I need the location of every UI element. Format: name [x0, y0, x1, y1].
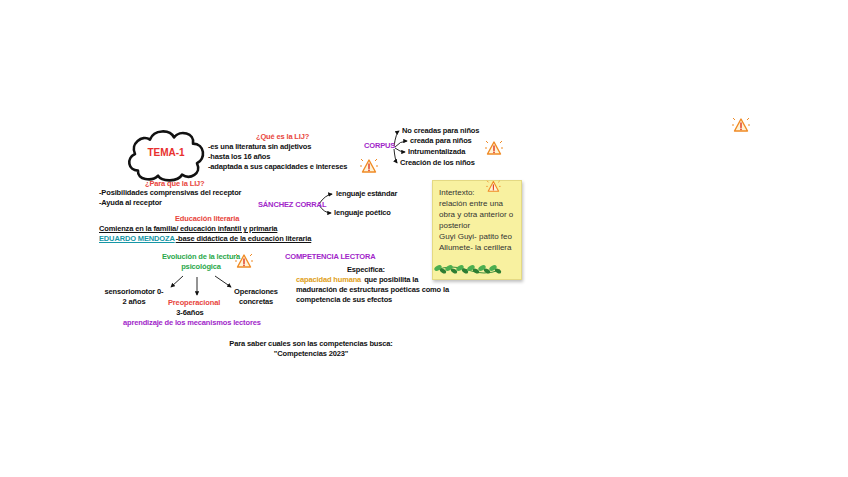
stage-label: sensoriomotor 0-2 años: [103, 287, 165, 307]
stage-label: 3-6años: [165, 308, 215, 318]
branch-item: lenguaje poético: [334, 208, 391, 218]
branch-item: No creadas para niños: [402, 126, 479, 136]
note-text: Allumete- la cerillera: [439, 242, 515, 253]
footer-note: Para saber cuales son las competencias b…: [211, 339, 411, 359]
note-text: aprendizaje de los mecanismos lectores: [123, 318, 261, 328]
question-heading: ¿Qué es la LIJ?: [256, 132, 309, 142]
list-item: -hasta los 16 años: [208, 152, 270, 162]
list-item: -Ayuda al receptor: [99, 198, 162, 208]
note-text: Guyi Guyi- patito feo: [439, 231, 515, 242]
warning-icon: [732, 118, 750, 131]
author-name: EDUARDO MENDOZA: [99, 234, 175, 244]
definition-heading: Especifica:: [347, 265, 385, 275]
vine-decoration: [433, 264, 502, 275]
section-heading: COMPETENCIA LECTORA: [285, 252, 376, 262]
warning-icon: [486, 181, 500, 191]
topic-title: TEMA-1: [147, 147, 184, 158]
concept-heading: CORPUS: [364, 141, 395, 151]
branch-item: lenguaje estándar: [336, 189, 397, 199]
cloud-shape: TEMA-1: [124, 125, 208, 183]
author-heading: SÁNCHEZ CORRAL: [258, 200, 326, 210]
underlined-note: Comienza en la familia/ educación infant…: [99, 224, 277, 234]
list-item: -Posibilidades comprensivas del receptor: [99, 188, 241, 198]
branch-item: creada para niños: [410, 136, 472, 146]
branch-item: Intrumentalizada: [408, 147, 465, 157]
highlight-text: capacidad humana: [296, 275, 361, 285]
section-heading: Educación literaria: [175, 214, 239, 224]
warning-icon: [485, 141, 503, 154]
sticky-note: Intertexto:relación entre una obra y otr…: [432, 180, 522, 280]
underlined-note: -base didáctica de la educación literari…: [176, 234, 312, 244]
stage-label: Preoperacional: [168, 298, 220, 308]
section-heading: Evolución de la lectura psicológica: [161, 252, 241, 272]
list-item: -adaptada a sus capacidades e intereses: [208, 162, 347, 172]
stage-label: Operaciones concretas: [225, 287, 287, 307]
list-item: -es una literatura sin adjetivos: [208, 142, 311, 152]
branch-item: Creación de los niños: [400, 158, 475, 168]
note-heading: Intertexto:: [439, 187, 515, 198]
definition-text: que posibilita la maduración de estructu…: [296, 275, 456, 305]
warning-icon: [360, 159, 378, 172]
note-text: relación entre una obra y otra anterior …: [439, 198, 515, 231]
